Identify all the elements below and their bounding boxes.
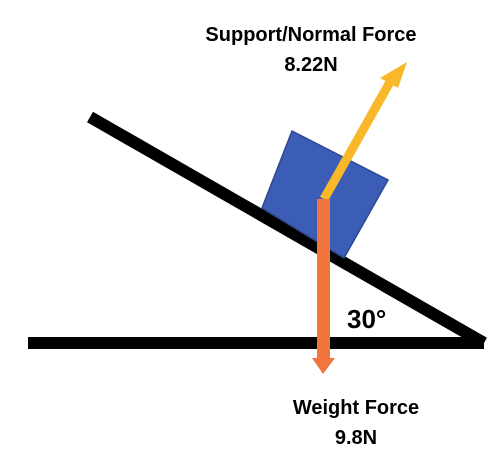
weight-force-value: 9.8N — [335, 427, 377, 449]
weight-force-arrow — [312, 199, 335, 374]
normal-force-value: 8.22N — [284, 54, 337, 76]
weight-force-title: Weight Force — [293, 397, 419, 419]
normal-force-title: Support/Normal Force — [205, 24, 416, 46]
angle-label: 30° — [347, 304, 386, 334]
normal-force-arrow — [320, 62, 407, 202]
incline-line — [87, 111, 487, 349]
